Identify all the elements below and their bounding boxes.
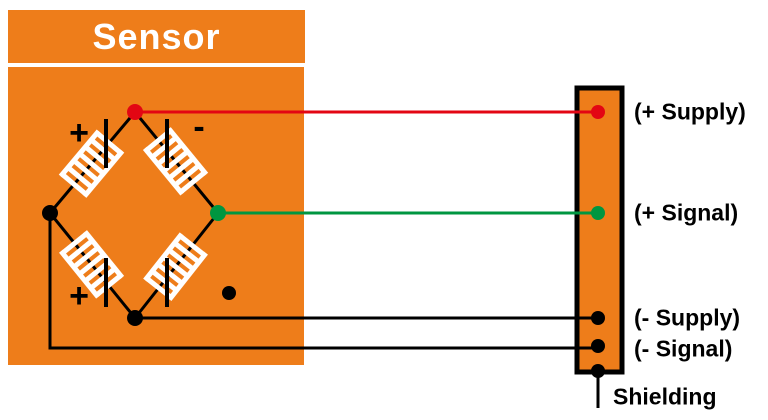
wheatstone-bridge bbox=[48, 111, 220, 319]
label-signal-neg: (- Signal) bbox=[634, 335, 733, 362]
pin-shielding bbox=[591, 364, 605, 378]
bridge-polarity-dot bbox=[222, 286, 236, 300]
bridge-minus-top-label: - bbox=[193, 108, 205, 146]
bridge-dot-supply-pos bbox=[127, 104, 143, 120]
sensor-header: Sensor bbox=[8, 10, 305, 63]
pin-signal-pos bbox=[591, 206, 605, 220]
pin-supply-neg bbox=[591, 311, 605, 325]
label-shielding: Shielding bbox=[613, 383, 717, 410]
sensor-title: Sensor bbox=[92, 15, 221, 57]
strain-gauge-bottom-right bbox=[143, 232, 208, 301]
bridge-plus-bottom-label: + bbox=[69, 277, 89, 315]
wire-signal-neg bbox=[48, 213, 598, 350]
bridge-dot-signal-neg bbox=[42, 205, 58, 221]
label-supply-pos: (+ Supply) bbox=[634, 98, 746, 125]
bridge-dot-signal-pos bbox=[210, 205, 226, 221]
bridge-dot-supply-neg bbox=[127, 310, 143, 326]
label-signal-pos: (+ Signal) bbox=[634, 199, 739, 226]
bridge-plus-top-label: + bbox=[69, 114, 89, 152]
pin-supply-pos bbox=[591, 105, 605, 119]
label-supply-neg: (- Supply) bbox=[634, 304, 741, 331]
pin-signal-neg bbox=[591, 339, 605, 353]
connector-block bbox=[574, 85, 625, 375]
